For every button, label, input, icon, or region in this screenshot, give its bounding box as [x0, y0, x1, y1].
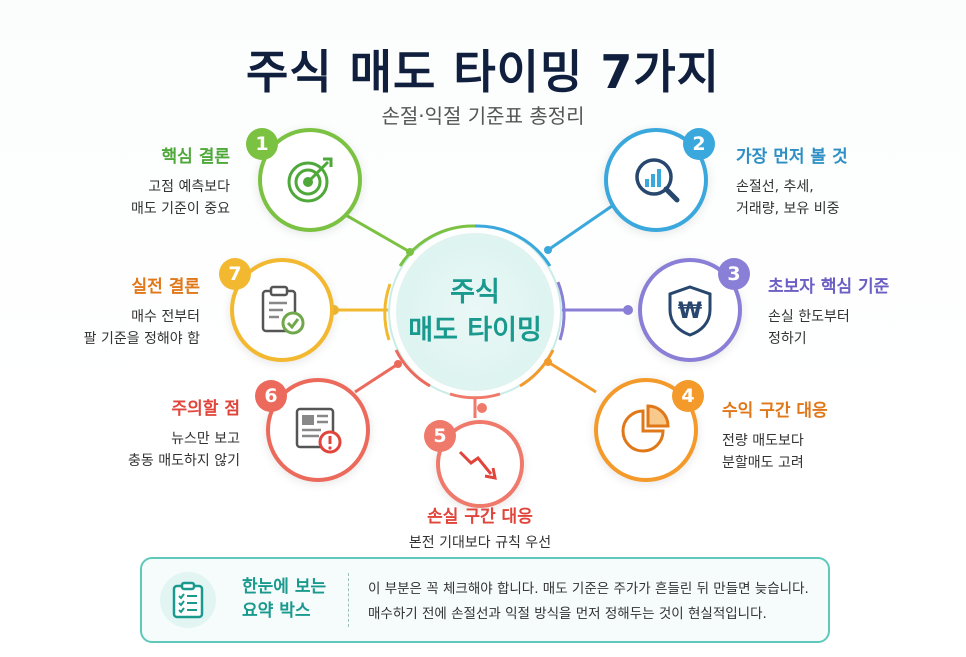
page-subtitle: 손절·익절 기준표 총정리 — [381, 104, 585, 128]
summary-box: 한눈에 보는 요약 박스 이 부분은 꼭 체크해야 합니다. 매도 기준은 주가… — [140, 557, 830, 643]
item-4-label: 수익 구간 대응 전량 매도보다 분할매도 고려 — [722, 400, 902, 474]
summary-divider — [348, 573, 349, 627]
badge-4: 4 — [672, 380, 704, 412]
won-shield-icon: ₩ — [668, 285, 712, 337]
badge-1: 1 — [246, 128, 278, 160]
clipboard-check-icon — [261, 285, 305, 335]
summary-line1: 이 부분은 꼭 체크해야 합니다. 매도 기준은 주가가 흔들린 뒤 만들면 늦… — [368, 581, 809, 597]
item-7-label: 실전 결론 매수 전부터 팔 기준을 정해야 함 — [20, 276, 200, 350]
chart-search-icon — [635, 158, 680, 203]
summary-title: 한눈에 보는 요약 박스 — [242, 575, 342, 623]
page-title: 주식 매도 타이밍 7가지 — [246, 45, 720, 99]
badge-5: 5 — [424, 420, 456, 452]
item-5-label: 손실 구간 대응 본전 기대보다 규칙 우선 — [370, 506, 590, 554]
badge-7: 7 — [219, 258, 251, 290]
item-7-title: 실전 결론 — [131, 277, 200, 297]
item-3-line2: 정하기 — [768, 331, 807, 347]
summary-text: 이 부분은 꼭 체크해야 합니다. 매도 기준은 주가가 흔들린 뒤 만들면 늦… — [368, 577, 818, 627]
item-2-label: 가장 먼저 볼 것 손절선, 추세, 거래량, 보유 비중 — [736, 146, 916, 220]
item-4-line2: 분할매도 고려 — [722, 455, 804, 471]
downtrend-icon — [458, 450, 497, 480]
news-alert-icon — [295, 407, 342, 454]
summary-title-line2: 요약 박스 — [242, 601, 311, 621]
item-2-line1: 손절선, 추세, — [736, 179, 814, 195]
node-5 — [436, 420, 524, 508]
center-circle: 주식 매도 타이밍 — [399, 236, 551, 388]
center-line1: 주식 — [450, 277, 500, 308]
item-4-line1: 전량 매도보다 — [722, 433, 804, 449]
item-1-line1: 고점 예측보다 — [148, 179, 230, 195]
item-7-line2: 팔 기준을 정해야 함 — [83, 331, 200, 347]
item-2-line2: 거래량, 보유 비중 — [736, 201, 840, 217]
summary-title-line1: 한눈에 보는 — [242, 577, 327, 597]
item-4-title: 수익 구간 대응 — [722, 401, 828, 421]
item-7-line1: 매수 전부터 — [131, 309, 200, 325]
pie-chart-icon — [621, 404, 670, 453]
badge-6: 6 — [255, 380, 287, 412]
summary-line2: 매수하기 전에 손절선과 익절 방식을 먼저 정해두는 것이 현실적입니다. — [368, 606, 767, 622]
target-icon — [287, 157, 333, 203]
badge-2: 2 — [683, 128, 715, 160]
item-1-title: 핵심 결론 — [161, 147, 230, 167]
item-3-title: 초보자 핵심 기준 — [768, 277, 890, 297]
item-6-label: 주의할 점 뉴스만 보고 충동 매도하지 않기 — [60, 398, 240, 472]
node-7 — [230, 258, 334, 362]
center-line2: 매도 타이밍 — [408, 315, 542, 346]
item-3-label: 초보자 핵심 기준 손실 한도부터 정하기 — [768, 276, 948, 350]
badge-3: 3 — [718, 258, 750, 290]
checklist-clipboard-icon — [160, 572, 216, 628]
item-2-title: 가장 먼저 볼 것 — [736, 147, 848, 167]
item-6-line1: 뉴스만 보고 — [171, 431, 240, 447]
svg-text:₩: ₩ — [678, 299, 702, 324]
item-1-line2: 매도 기준이 중요 — [130, 201, 230, 217]
item-5-title: 손실 구간 대응 — [427, 507, 533, 527]
item-1-label: 핵심 결론 고점 예측보다 매도 기준이 중요 — [80, 146, 230, 220]
item-6-line2: 충동 매도하지 않기 — [128, 453, 240, 469]
item-3-line1: 손실 한도부터 — [768, 309, 850, 325]
item-5-line1: 본전 기대보다 규칙 우선 — [408, 535, 552, 551]
item-6-title: 주의할 점 — [171, 399, 240, 419]
